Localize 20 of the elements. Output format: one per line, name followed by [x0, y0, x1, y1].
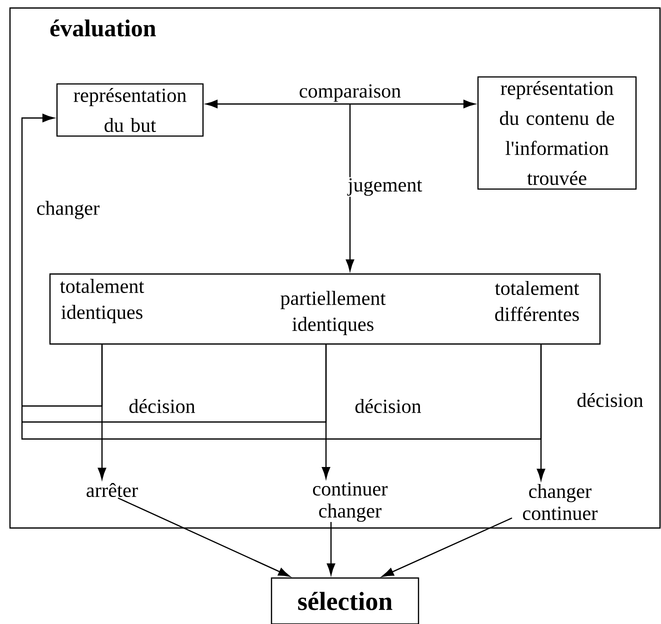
edge-label: décision — [128, 398, 196, 414]
arrow — [206, 100, 350, 108]
process-box: représentation du contenu de l'information trouvée — [477, 76, 637, 190]
arrow — [21, 114, 542, 440]
outcome-label: changer continuer — [523, 484, 598, 520]
edge-label: changer — [35, 200, 101, 220]
arrow — [118, 497, 290, 577]
arrow — [346, 104, 354, 272]
edge-label: jugement — [346, 177, 424, 197]
outcome-box: totalement identiques partiellement identiques totalement différentes — [49, 273, 601, 345]
outcome-label: continuer changer — [313, 482, 388, 522]
edge-label: décision — [576, 392, 644, 408]
arrow — [326, 522, 336, 576]
outcome-label: arrêter — [86, 482, 138, 498]
process-box: représentation du but — [56, 83, 204, 137]
edge-label: décision — [354, 398, 422, 414]
flow-label: comparaison — [300, 84, 401, 102]
process-box: sélection — [270, 577, 420, 624]
arrow — [382, 517, 512, 577]
arrow — [350, 100, 476, 108]
